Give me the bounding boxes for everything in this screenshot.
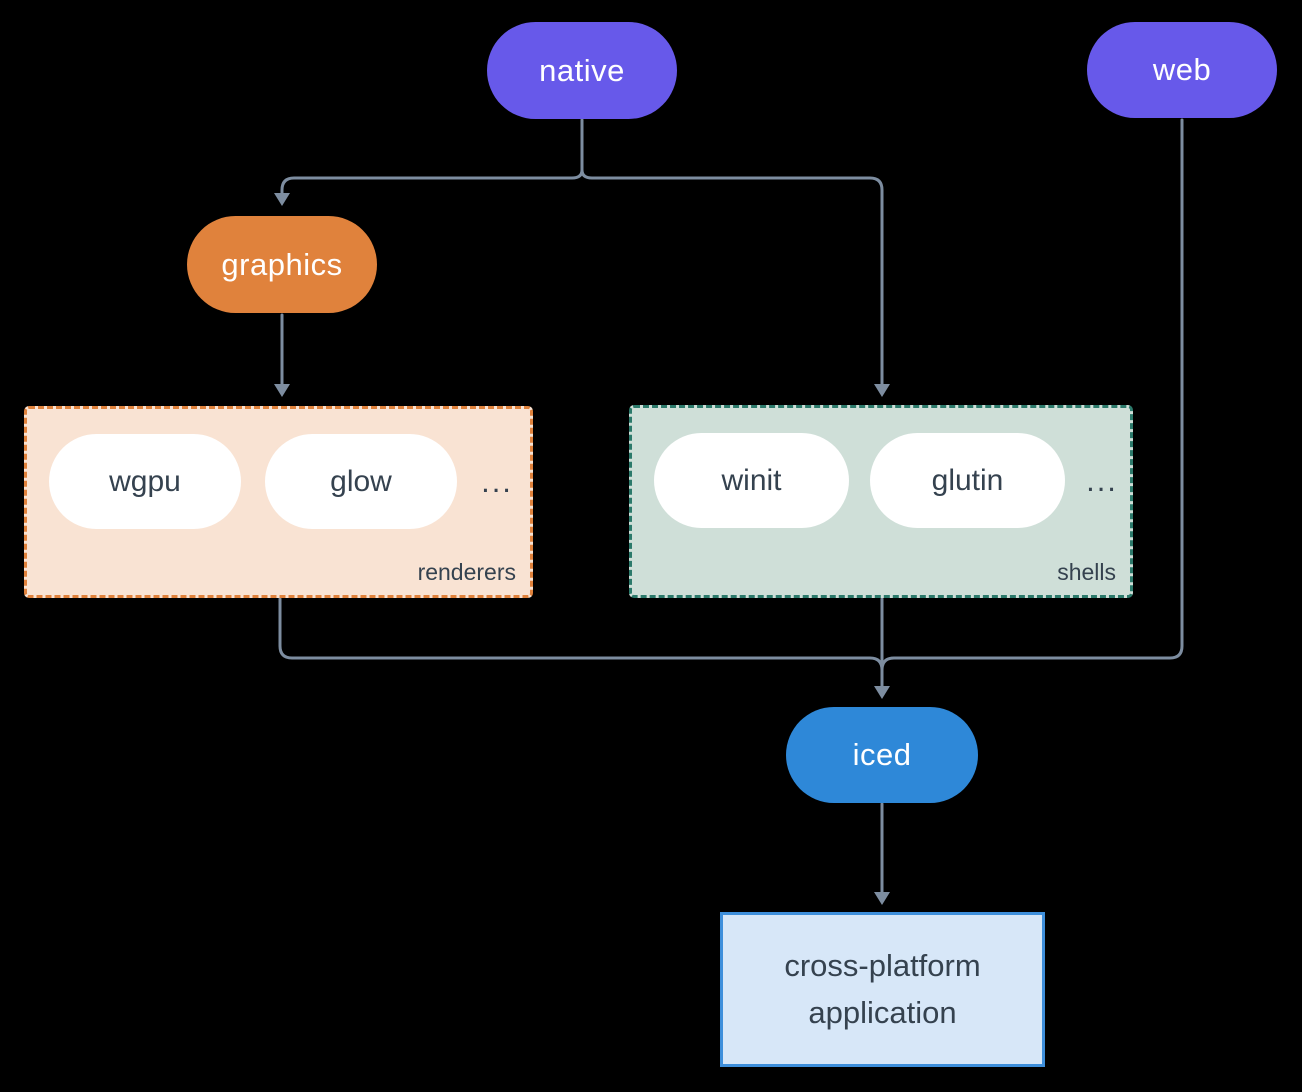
node-winit-label: winit xyxy=(721,463,782,497)
node-iced-label: iced xyxy=(852,737,912,772)
node-cross-platform-application: cross-platform application xyxy=(720,912,1045,1067)
group-renderers: wgpu glow ... renderers xyxy=(24,406,533,598)
shells-ellipsis: ... xyxy=(1086,462,1118,498)
node-graphics-label: graphics xyxy=(221,246,343,282)
node-native-label: native xyxy=(539,52,625,88)
shells-group-label: shells xyxy=(1057,559,1116,585)
edge-native-to-graphics xyxy=(280,118,584,195)
arrowhead-iced xyxy=(874,686,890,699)
node-glutin-label: glutin xyxy=(931,463,1004,497)
node-native: native xyxy=(487,22,677,119)
edge-native-to-shells xyxy=(580,168,884,386)
node-iced: iced xyxy=(786,707,978,803)
node-wgpu-label: wgpu xyxy=(109,464,181,498)
edge-renderers-to-iced xyxy=(278,597,884,672)
node-graphics: graphics xyxy=(187,216,377,313)
arrowhead-app xyxy=(874,892,890,905)
arrowhead-renderers xyxy=(274,384,290,397)
node-web-label: web xyxy=(1152,52,1212,87)
group-shells: winit glutin ... shells xyxy=(629,405,1133,598)
node-glow-label: glow xyxy=(330,464,392,498)
renderers-ellipsis: ... xyxy=(481,463,513,499)
node-wgpu: wgpu xyxy=(49,434,241,529)
arrowhead-graphics xyxy=(274,193,290,206)
app-label-line1: cross-platform xyxy=(784,948,981,983)
node-glow: glow xyxy=(265,434,457,529)
node-web: web xyxy=(1087,22,1277,118)
renderers-group-label: renderers xyxy=(417,559,516,585)
app-label-line2: application xyxy=(808,994,957,1030)
arrowhead-shells xyxy=(874,384,890,397)
node-winit: winit xyxy=(654,433,849,528)
node-glutin: glutin xyxy=(870,433,1065,528)
